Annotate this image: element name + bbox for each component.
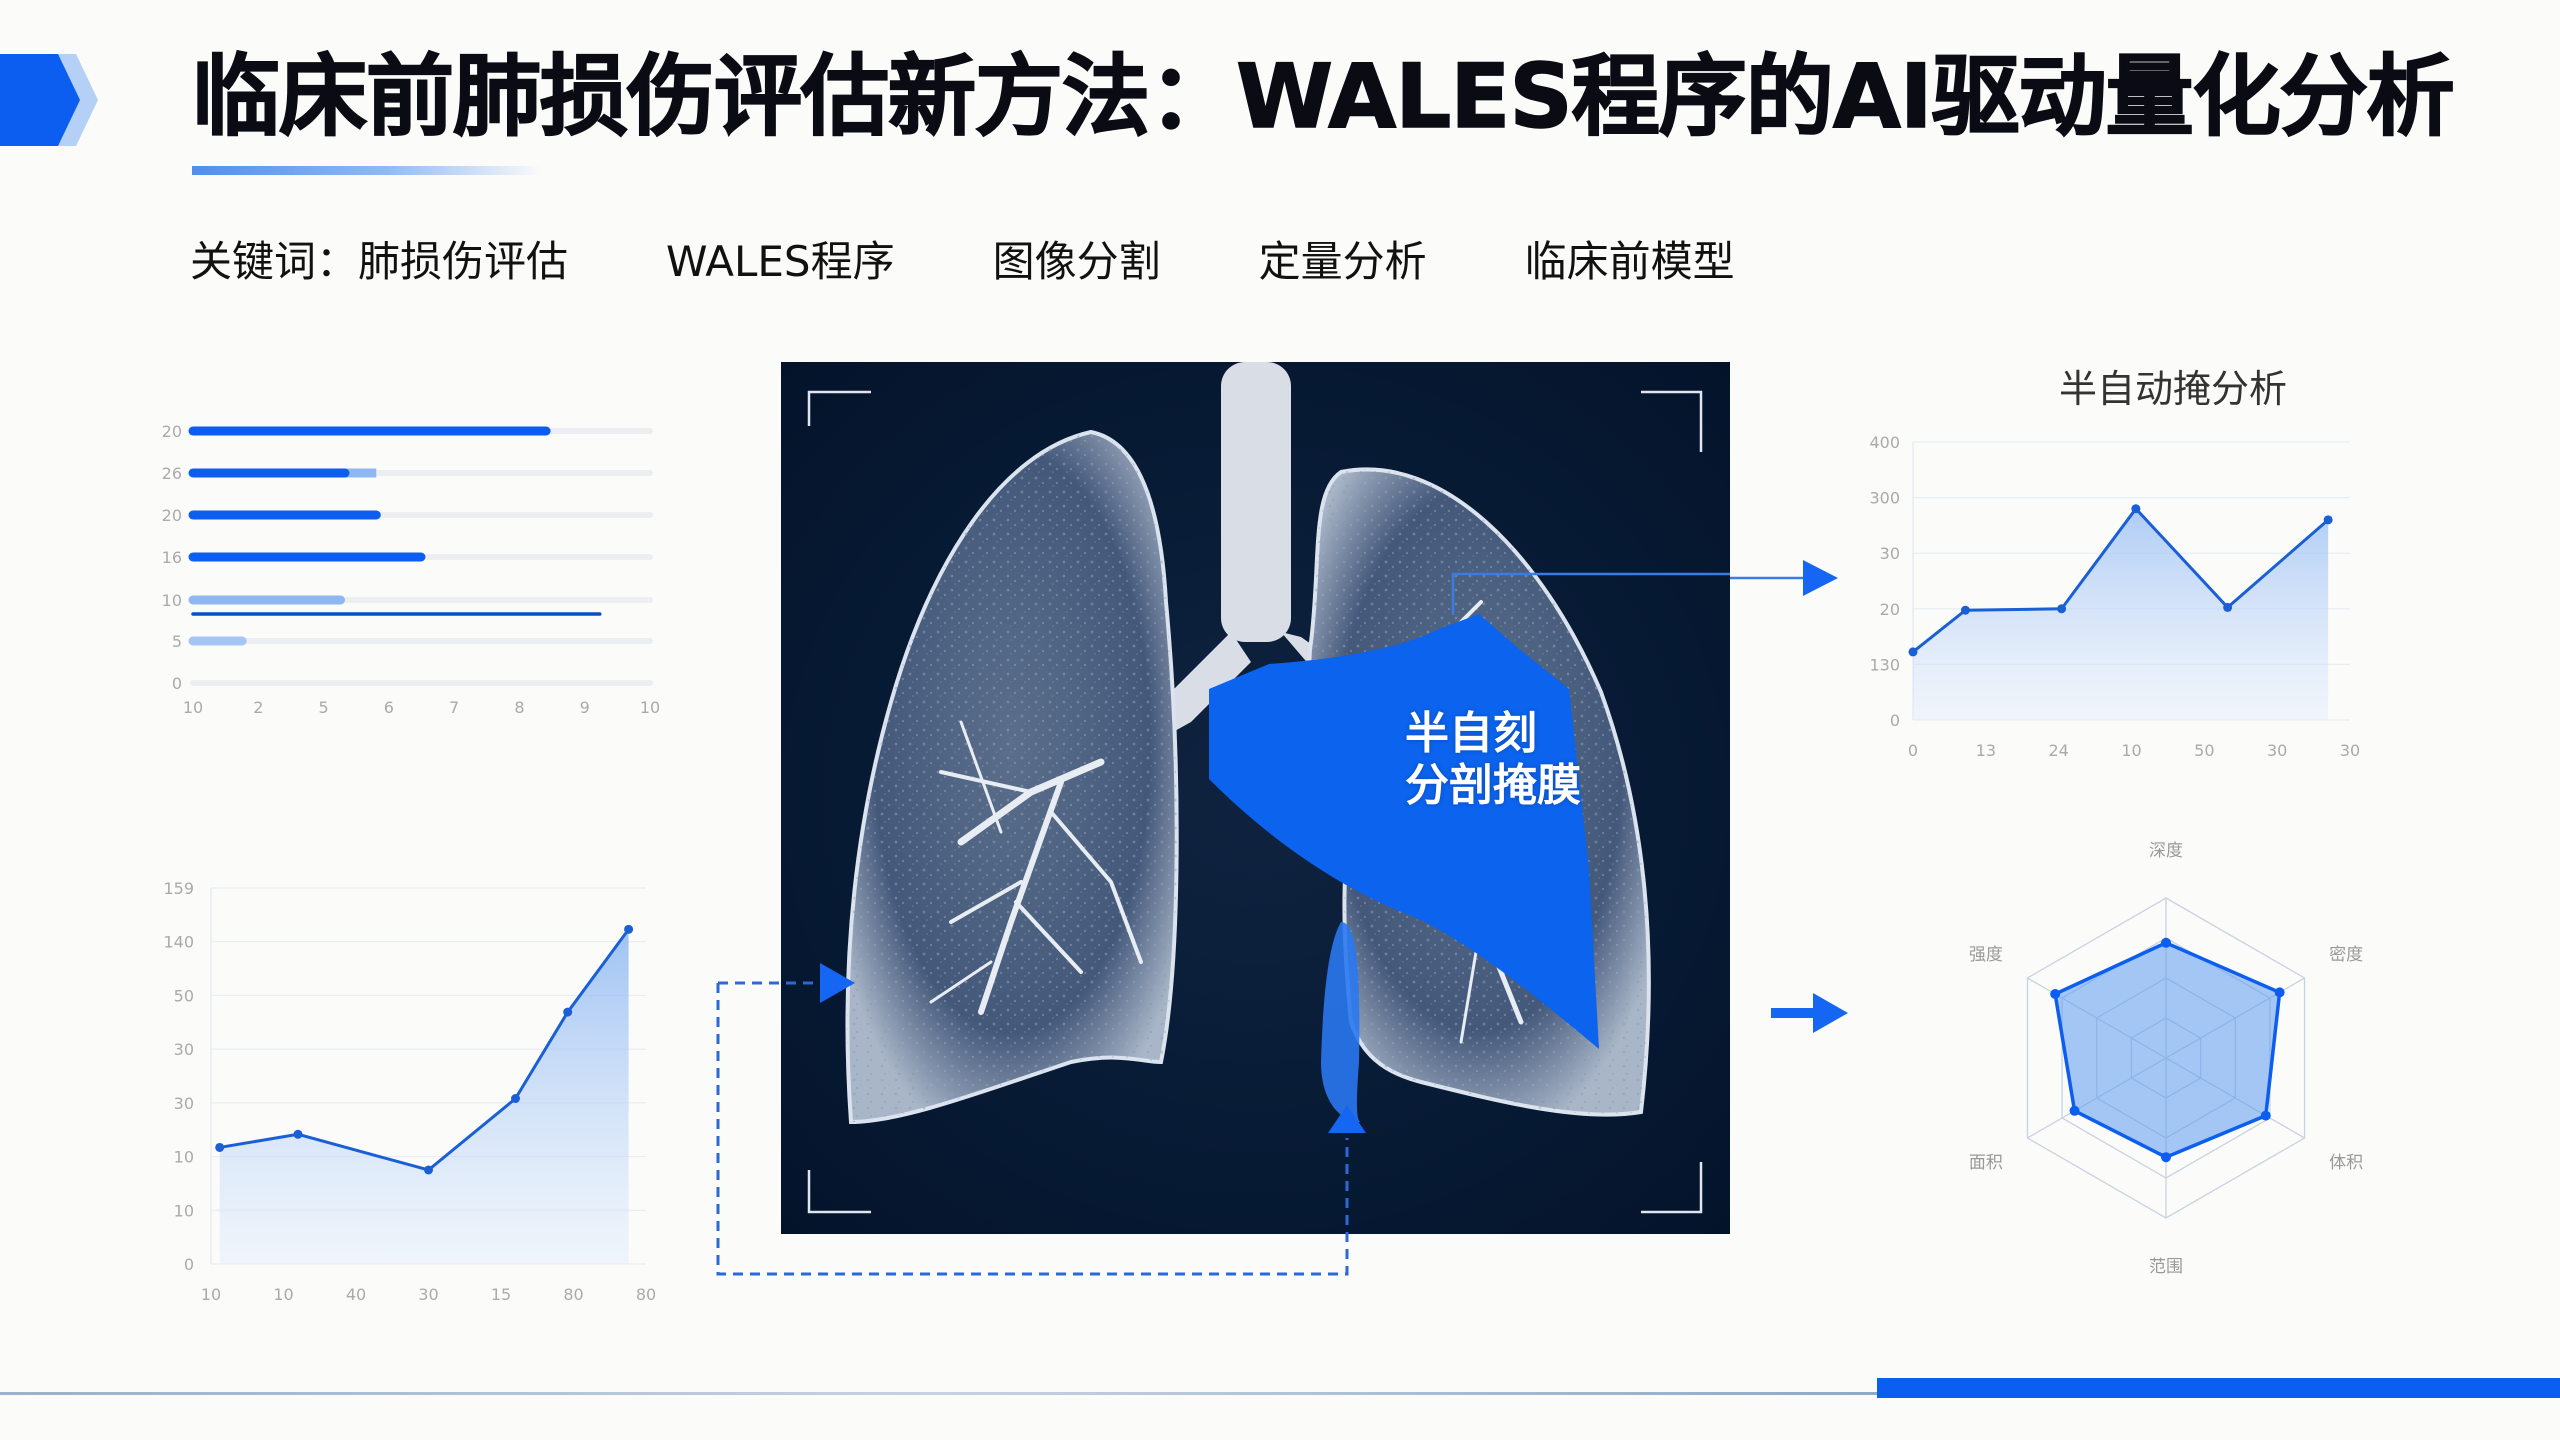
x-axis-labels: 0 13 24 10 50 30 30 <box>1908 741 2360 760</box>
svg-text:130: 130 <box>1869 655 1900 674</box>
svg-text:10: 10 <box>2121 741 2141 760</box>
svg-text:10: 10 <box>174 1148 194 1167</box>
svg-text:6: 6 <box>384 698 394 717</box>
footer-divider <box>0 1392 1880 1395</box>
svg-text:7: 7 <box>449 698 459 717</box>
svg-text:范围: 范围 <box>2149 1257 2183 1277</box>
svg-text:50: 50 <box>2194 741 2214 760</box>
svg-text:13: 13 <box>1976 741 1996 760</box>
svg-text:8: 8 <box>514 698 524 717</box>
page-title: 临床前肺损伤评估新方法：WALES程序的AI驱动量化分析 <box>191 45 2455 148</box>
keyword-item: 临床前模型 <box>1524 237 1735 286</box>
svg-text:140: 140 <box>163 933 194 952</box>
chart-title: 半自动掩分析 <box>2059 367 2287 411</box>
segmentation-mask <box>1209 614 1599 1049</box>
svg-text:80: 80 <box>563 1285 583 1304</box>
bar-chart-top-left: 20 26 20 16 10 5 0 10 2 5 6 7 8 9 10 <box>162 422 661 717</box>
svg-text:10: 10 <box>201 1285 221 1304</box>
svg-text:2: 2 <box>253 698 263 717</box>
svg-text:0: 0 <box>1908 741 1918 760</box>
svg-text:深度: 深度 <box>2149 841 2183 861</box>
svg-text:40: 40 <box>346 1285 366 1304</box>
svg-text:0: 0 <box>184 1255 194 1274</box>
svg-text:30: 30 <box>174 1040 194 1059</box>
title-underline <box>192 166 542 175</box>
svg-text:5: 5 <box>172 632 182 651</box>
keywords-label: 关键词： <box>190 237 359 286</box>
svg-text:20: 20 <box>162 506 182 525</box>
arrow-right-icon <box>1803 560 1838 596</box>
keyword-item: 肺损伤评估 <box>358 237 569 286</box>
y-axis-labels: 0 130 20 30 300 400 <box>1869 433 1900 730</box>
svg-text:15: 15 <box>491 1285 511 1304</box>
svg-text:20: 20 <box>1880 600 1900 619</box>
svg-text:30: 30 <box>2267 741 2287 760</box>
y-axis-labels: 20 26 20 16 10 5 0 <box>162 422 182 693</box>
svg-text:159: 159 <box>163 879 194 898</box>
svg-text:30: 30 <box>418 1285 438 1304</box>
keywords-row: 关键词： 肺损伤评估 WALES程序 图像分割 定量分析 临床前模型 <box>190 228 1833 289</box>
svg-text:16: 16 <box>162 548 182 567</box>
svg-text:0: 0 <box>1890 711 1900 730</box>
line-chart-bottom-left: 0 10 10 30 30 50 140 159 10 10 40 30 15 80 80 <box>163 879 656 1304</box>
lung-illustration <box>807 362 1730 1214</box>
svg-text:体积: 体积 <box>2329 1153 2363 1173</box>
x-axis-labels: 10 10 40 30 15 80 80 <box>201 1285 656 1304</box>
svg-text:400: 400 <box>1869 433 1900 452</box>
svg-text:80: 80 <box>636 1285 656 1304</box>
svg-text:50: 50 <box>174 986 194 1005</box>
svg-text:9: 9 <box>580 698 590 717</box>
arrow-right-icon <box>1813 993 1848 1033</box>
callout-line <box>1451 572 1730 615</box>
mask-sliver <box>1321 922 1361 1122</box>
keyword-item: 定量分析 <box>1258 237 1427 286</box>
svg-text:0: 0 <box>172 674 182 693</box>
svg-text:30: 30 <box>174 1094 194 1113</box>
keyword-item: 图像分割 <box>992 237 1161 286</box>
svg-text:密度: 密度 <box>2329 945 2363 965</box>
header-chevron-icon <box>0 54 98 146</box>
svg-text:5: 5 <box>318 698 328 717</box>
svg-text:10: 10 <box>183 698 203 717</box>
line-chart-top-right: 半自动掩分析 0 130 20 30 300 400 0 13 24 10 50 30 30 <box>1869 367 2360 760</box>
svg-text:26: 26 <box>162 464 182 483</box>
svg-text:24: 24 <box>2048 741 2068 760</box>
svg-text:10: 10 <box>640 698 660 717</box>
keyword-item: WALES程序 <box>666 237 895 286</box>
svg-text:300: 300 <box>1869 489 1900 508</box>
svg-text:面积: 面积 <box>1969 1153 2003 1173</box>
mask-label: 半自刻 分剖掩膜 <box>1405 708 1581 811</box>
lung-scan-image <box>781 362 1730 1234</box>
footer-accent-bar <box>1877 1378 2560 1398</box>
svg-text:30: 30 <box>1880 544 1900 563</box>
svg-text:10: 10 <box>174 1201 194 1220</box>
svg-text:10: 10 <box>162 591 182 610</box>
x-axis-labels: 10 2 5 6 7 8 9 10 <box>183 698 660 717</box>
y-axis-labels: 0 10 10 30 30 50 140 159 <box>163 879 194 1274</box>
svg-text:10: 10 <box>273 1285 293 1304</box>
svg-text:30: 30 <box>2340 741 2360 760</box>
svg-text:强度: 强度 <box>1969 945 2003 965</box>
svg-text:20: 20 <box>162 422 182 441</box>
